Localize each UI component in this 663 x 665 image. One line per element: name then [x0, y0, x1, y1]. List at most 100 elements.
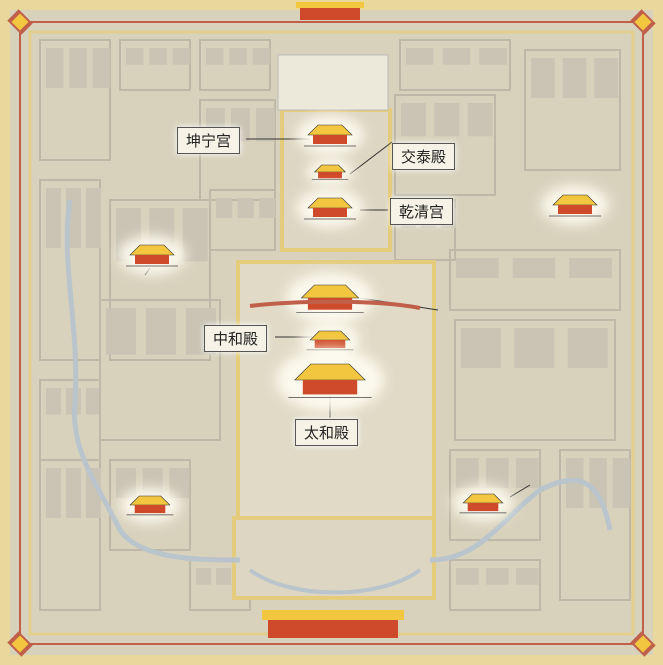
minor-building — [86, 188, 101, 248]
hall-body — [467, 503, 499, 512]
city-block — [119, 39, 191, 91]
hall-body — [313, 208, 347, 217]
minor-building — [442, 48, 471, 65]
city-block — [39, 39, 111, 161]
minor-building — [486, 458, 509, 488]
minor-building — [516, 458, 539, 488]
building-taihe-hall[interactable] — [275, 348, 385, 412]
label-taihe-hall[interactable]: 太和殿 — [295, 419, 359, 446]
label-kunning-palace[interactable]: 坤宁宫 — [177, 127, 241, 154]
minor-building — [252, 48, 271, 65]
minor-building — [196, 568, 211, 585]
minor-building — [406, 48, 434, 65]
building-southeast-hall[interactable] — [452, 485, 514, 521]
city-block — [199, 39, 271, 91]
city-block — [559, 449, 631, 601]
minor-building — [216, 198, 233, 218]
minor-building — [69, 48, 87, 88]
meridian-gate-roof — [262, 610, 404, 620]
minor-building — [149, 48, 167, 65]
building-zhonghe-hall[interactable] — [299, 322, 361, 358]
front-court — [232, 516, 436, 600]
minor-building — [146, 308, 176, 355]
minor-building — [514, 328, 555, 368]
minor-building — [169, 468, 190, 498]
minor-building — [456, 458, 479, 488]
meridian-gate — [268, 618, 398, 638]
minor-building — [562, 58, 587, 98]
minor-building — [172, 48, 191, 65]
label-jiaotai-hall[interactable]: 交泰殿 — [392, 143, 456, 170]
city-block — [39, 179, 101, 361]
minor-building — [256, 108, 275, 142]
minor-building — [612, 458, 631, 508]
minor-building — [66, 468, 81, 518]
minor-building — [589, 458, 607, 508]
minor-building — [46, 388, 61, 415]
minor-building — [46, 468, 61, 518]
corner-tower-roof — [634, 635, 652, 653]
label-zhonghe-hall[interactable]: 中和殿 — [204, 325, 268, 352]
minor-building — [86, 388, 101, 415]
palace-buildings — [118, 115, 609, 523]
minor-building — [206, 48, 224, 65]
minor-building — [531, 58, 555, 98]
minor-building — [569, 258, 612, 278]
building-jiaotai-hall[interactable] — [306, 158, 354, 186]
hall-body — [134, 505, 166, 514]
label-qianqing-palace[interactable]: 乾清宫 — [390, 198, 454, 225]
minor-building — [594, 58, 619, 98]
minor-building — [46, 48, 64, 88]
river-west — [64, 199, 241, 563]
minor-building — [182, 208, 208, 262]
hall-body — [302, 380, 358, 395]
building-west-palace[interactable] — [118, 235, 186, 275]
hall-body — [558, 205, 592, 214]
minor-building — [46, 188, 61, 248]
city-block — [449, 449, 541, 541]
red-wall-segment — [249, 299, 421, 310]
minor-building — [401, 103, 426, 137]
building-qianqing-palace[interactable] — [296, 188, 364, 228]
hall-body — [135, 255, 169, 264]
minor-building — [486, 568, 509, 585]
minor-building — [86, 468, 101, 518]
imperial-garden — [277, 54, 389, 111]
north-gate — [300, 6, 360, 20]
golden-water-river — [248, 568, 422, 595]
river-east — [429, 478, 613, 563]
hall-body — [307, 298, 353, 310]
building-southwest-hall[interactable] — [119, 487, 181, 523]
minor-building — [461, 328, 501, 368]
city-block — [449, 559, 541, 611]
corner-tower-roof — [634, 13, 652, 31]
building-east-palace[interactable] — [541, 185, 609, 225]
minor-building — [567, 328, 608, 368]
minor-building — [259, 198, 276, 218]
corner-towers — [7, 9, 656, 657]
city-block — [109, 199, 211, 361]
city-block — [99, 299, 221, 441]
minor-building — [434, 103, 460, 137]
minor-building — [216, 568, 231, 585]
red-outer-wall — [19, 21, 644, 645]
city-block — [449, 249, 621, 311]
minor-building — [116, 468, 136, 498]
minor-building — [126, 48, 144, 65]
city-block — [39, 459, 101, 611]
hall-body — [313, 135, 347, 144]
minor-building — [456, 568, 479, 585]
building-kunning-palace[interactable] — [296, 115, 364, 155]
hall-body — [318, 172, 342, 179]
corner-tower-roof — [11, 635, 29, 653]
city-block — [524, 49, 621, 171]
minor-building — [237, 198, 254, 218]
hall-body — [314, 340, 346, 349]
building-baohe-hall[interactable] — [285, 272, 375, 324]
minor-building — [456, 258, 499, 278]
city-block — [399, 39, 511, 91]
minor-building — [229, 48, 247, 65]
minor-building — [479, 48, 507, 65]
